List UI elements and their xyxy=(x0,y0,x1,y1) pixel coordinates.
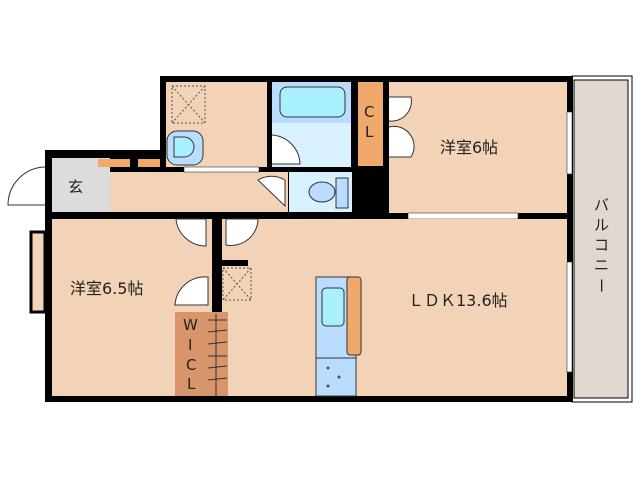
label-entrance: 玄 xyxy=(68,178,83,196)
closet-door xyxy=(388,96,415,158)
closet-cl xyxy=(358,82,383,166)
toilet-icon xyxy=(308,181,336,203)
label-balcony-1: バ xyxy=(594,196,609,214)
label-balcony-4: ニ xyxy=(594,256,609,274)
hallway xyxy=(110,172,288,212)
label-ldk: ＬＤＫ13.6帖 xyxy=(408,291,508,310)
label-balcony-5: ー xyxy=(592,278,610,293)
front-door xyxy=(7,166,46,206)
shoe-cabinet xyxy=(98,159,130,167)
label-wic-w: W xyxy=(183,316,198,334)
label-bedroom-65: 洋室6.5帖 xyxy=(70,279,143,298)
sink xyxy=(321,287,345,327)
label-cl-c: C xyxy=(364,103,374,121)
label-balcony-2: ル xyxy=(594,216,609,234)
label-wic-i: I xyxy=(188,336,192,354)
label-wic-l: L xyxy=(187,375,196,393)
wic xyxy=(175,312,228,396)
window-bedroom-65 xyxy=(29,230,47,314)
label-bedroom-6: 洋室6帖 xyxy=(440,138,498,157)
label-wic-c: C xyxy=(186,356,196,374)
label-cl-l: L xyxy=(365,123,374,141)
washer-space xyxy=(171,85,206,124)
sliding-door-washroom xyxy=(183,166,260,173)
sliding-door-bedroom-ldk xyxy=(407,212,519,220)
stove-icon xyxy=(326,366,330,370)
window-bedroom-6 xyxy=(566,111,573,175)
bathtub xyxy=(279,86,346,118)
window-ldk xyxy=(566,261,573,373)
fridge-space xyxy=(222,267,252,301)
ldk xyxy=(222,219,567,396)
counter xyxy=(346,276,362,356)
label-balcony-3: コ xyxy=(594,236,609,254)
bedroom-6 xyxy=(389,82,567,213)
